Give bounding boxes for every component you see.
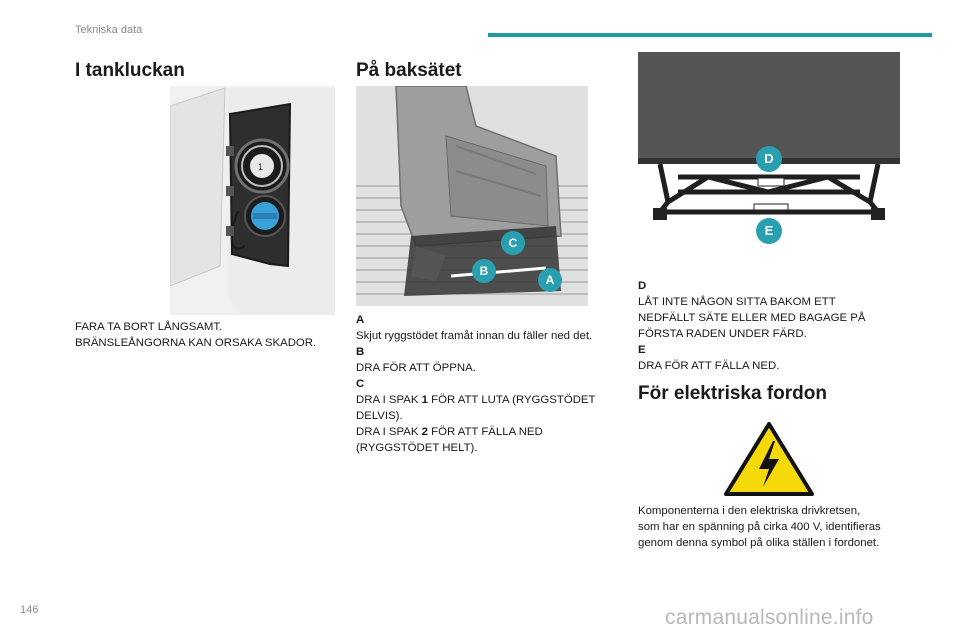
item-b-text: DRA FÖR ATT ÖPPNA. [356, 362, 476, 374]
fuel-warning-line1: FARA TA BORT LÅNGSAMT. [75, 321, 223, 333]
item-d-line3: FÖRSTA RADEN UNDER FÄRD. [638, 328, 807, 340]
item-a-text: Skjut ryggstödet framåt innan du fäller … [356, 330, 593, 342]
electric-vehicles-title: För elektriska fordon [638, 383, 827, 404]
callout-a: A [538, 268, 562, 292]
callout-c: C [501, 231, 525, 255]
header-accent-bar [488, 33, 932, 37]
item-a-letter: A [356, 314, 365, 326]
callout-d: D [756, 146, 782, 172]
fuel-flap-title: I tankluckan [75, 60, 185, 81]
rear-seat-illustration: C B A [356, 86, 588, 306]
item-e-line1: DRA FÖR ATT FÄLLA NED. [638, 360, 780, 372]
item-c-line2: DELVIS). [356, 410, 403, 422]
item-c-line4: (RYGGSTÖDET HELT). [356, 442, 478, 454]
item-c-line3: DRA I SPAK 2 FÖR ATT FÄLLA NED [356, 426, 543, 438]
elec-line2: som har en spänning på cirka 400 V, iden… [638, 521, 881, 533]
rear-seat-title: På baksätet [356, 60, 462, 81]
item-d-letter: D [638, 280, 647, 292]
svg-text:1: 1 [258, 162, 263, 172]
seat-base-instructions: D LÅT INTE NÅGON SITTA BAKOM ETT NEDFÄLL… [638, 278, 865, 374]
electric-description: Komponenterna i den elektriska drivkrets… [638, 503, 881, 551]
elec-line3: genom denna symbol på olika ställen i fo… [638, 537, 880, 549]
section-header: Tekniska data [75, 24, 143, 36]
callout-b: B [472, 259, 496, 283]
elec-line1: Komponenterna i den elektriska drivkrets… [638, 505, 861, 517]
watermark: carmanualsonline.info [665, 606, 874, 629]
item-c-letter: C [356, 378, 365, 390]
callout-e: E [756, 218, 782, 244]
item-d-line1: LÅT INTE NÅGON SITTA BAKOM ETT [638, 296, 836, 308]
item-d-line2: NEDFÄLLT SÄTE ELLER MED BAGAGE PÅ [638, 312, 866, 324]
high-voltage-icon [723, 421, 815, 497]
fuel-flap-illustration: 1 [170, 86, 335, 315]
seat-base-illustration: D E [638, 52, 900, 276]
item-e-letter: E [638, 344, 646, 356]
fuel-warning-text: FARA TA BORT LÅNGSAMT. BRÄNSLEÅNGORNA KA… [75, 319, 316, 351]
page-number: 146 [20, 604, 39, 616]
fuel-warning-line2: BRÄNSLEÅNGORNA KAN ORSAKA SKADOR. [75, 337, 317, 349]
item-c-line1: DRA I SPAK 1 FÖR ATT LUTA (RYGGSTÖDET [356, 394, 596, 406]
item-b-letter: B [356, 346, 365, 358]
rear-seat-instructions: A Skjut ryggstödet framåt innan du fälle… [356, 312, 595, 456]
